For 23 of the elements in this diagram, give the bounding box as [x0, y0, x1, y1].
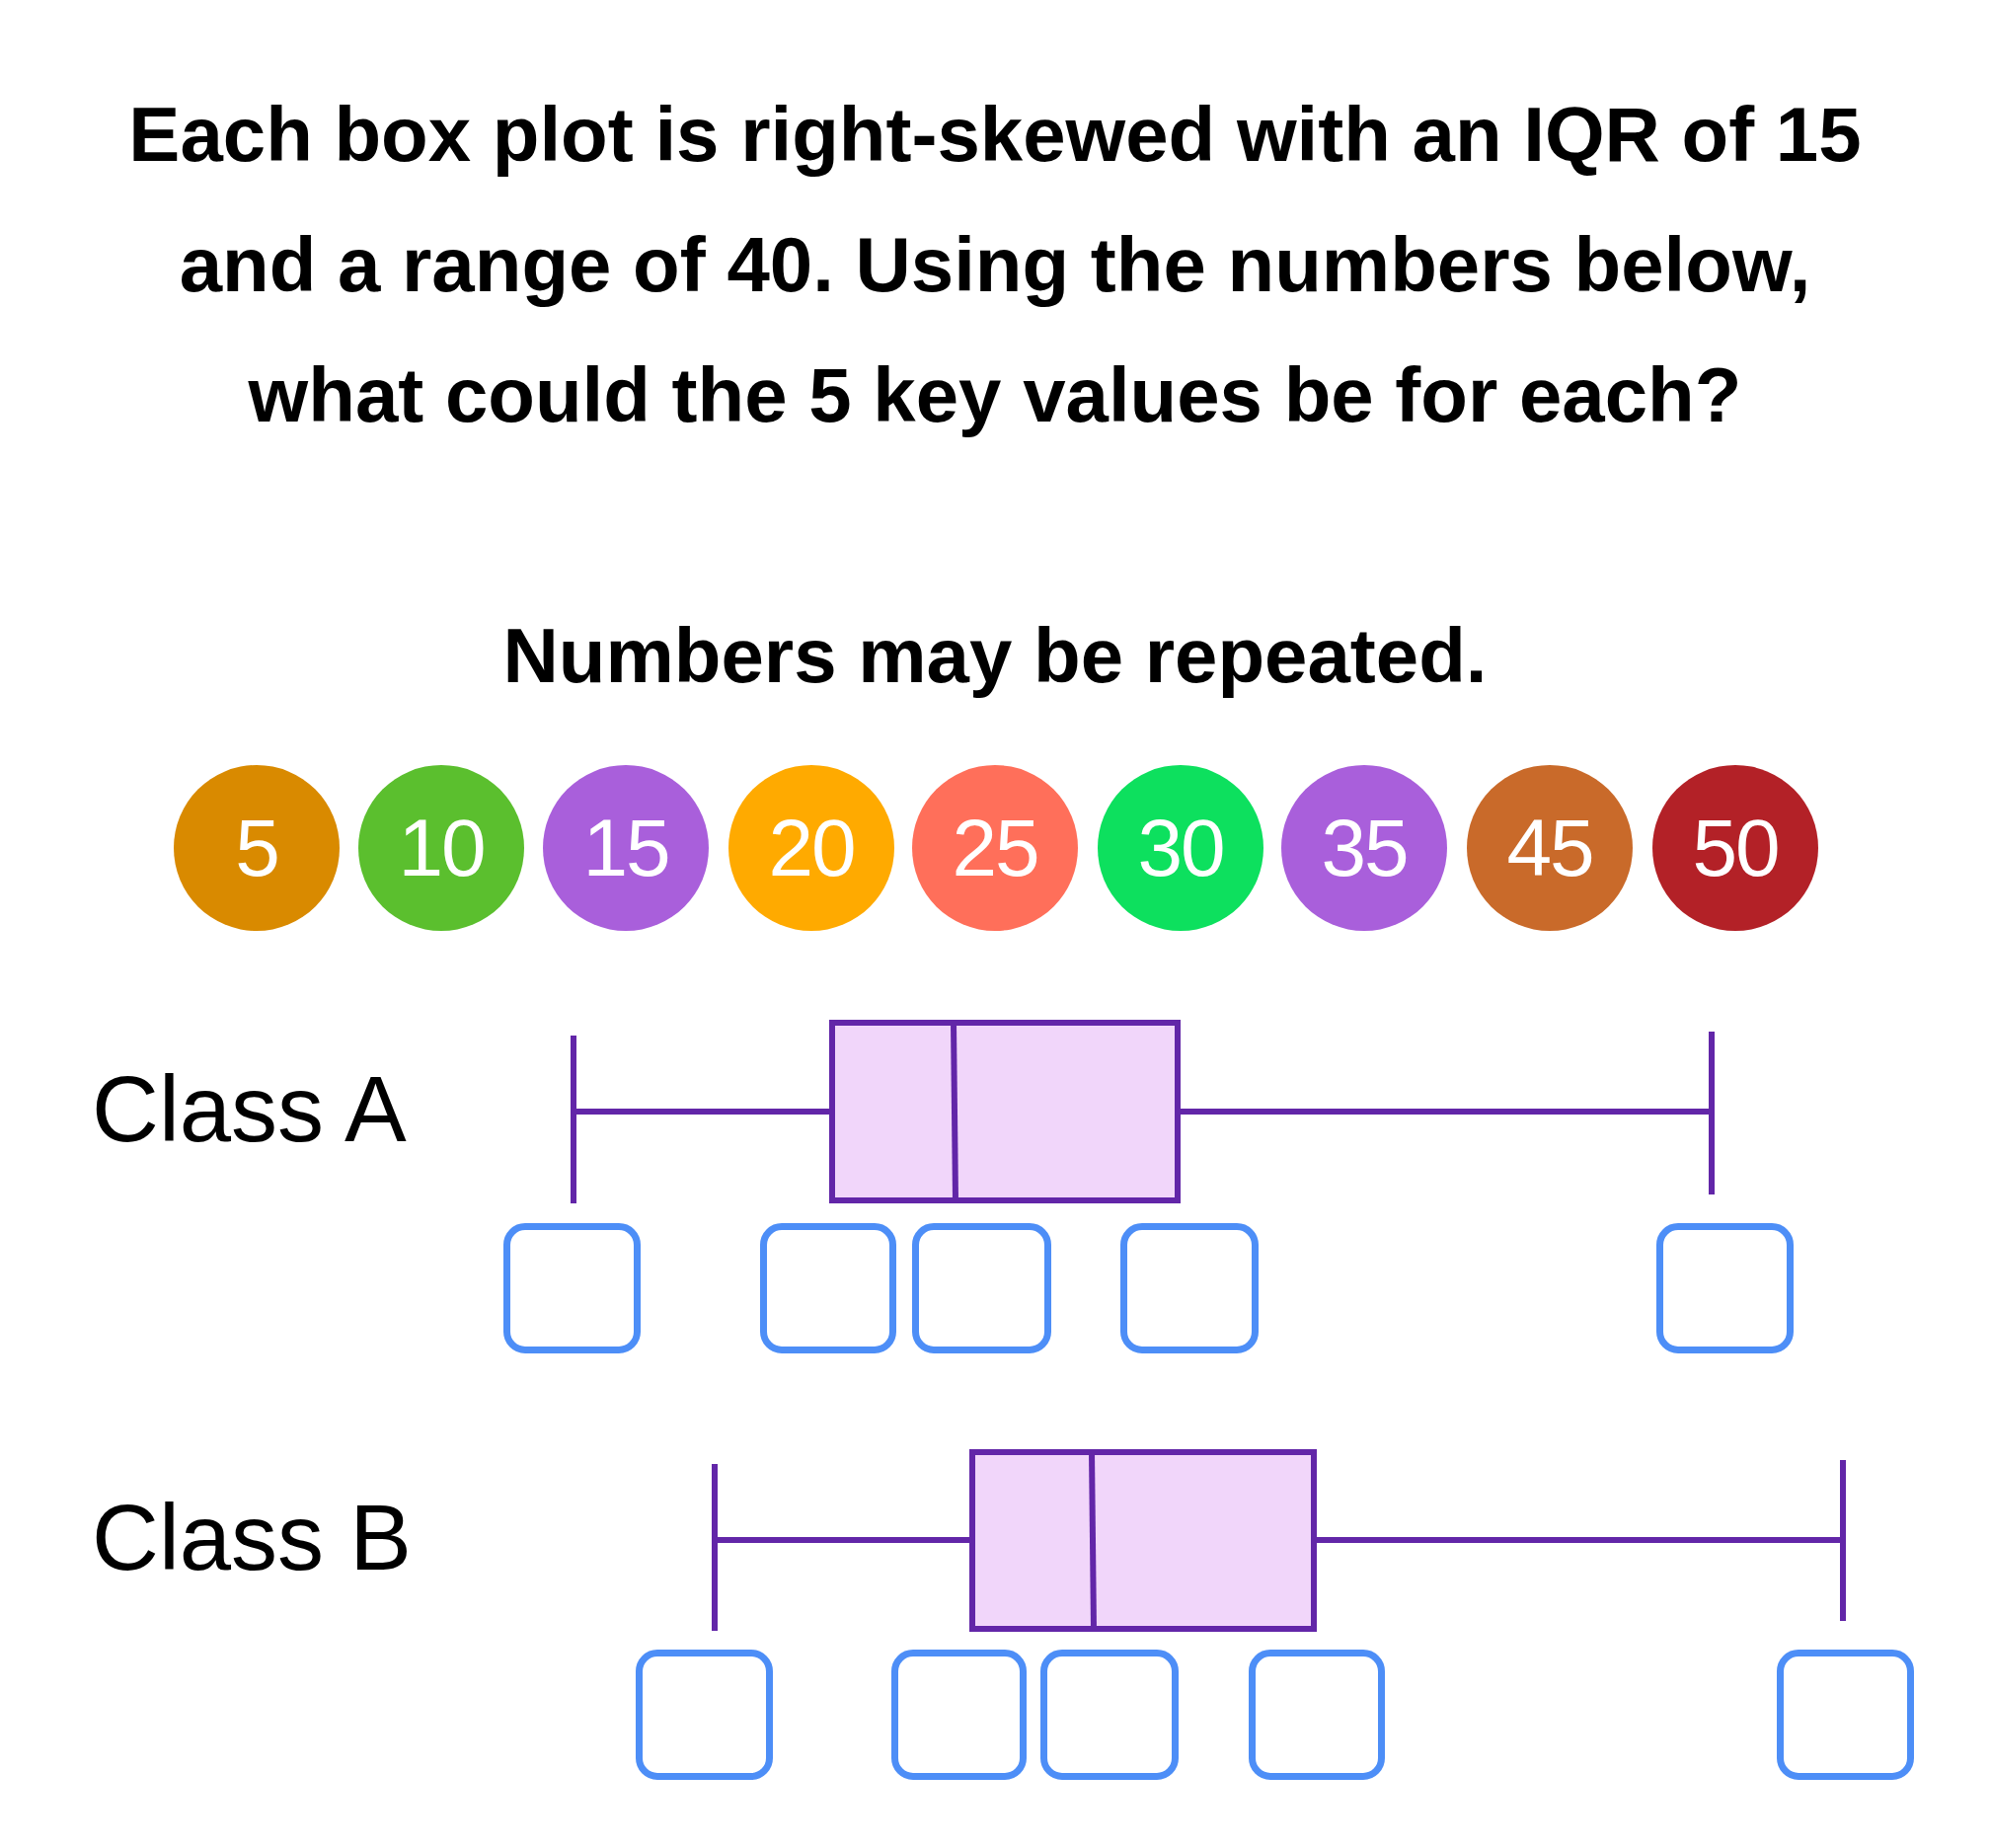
answer-box	[1777, 1650, 1914, 1780]
number-circle: 20	[728, 765, 894, 931]
number-circle: 30	[1098, 765, 1263, 931]
answer-box	[1656, 1223, 1794, 1353]
number-circle: 5	[174, 765, 340, 931]
answer-box	[1120, 1223, 1259, 1353]
number-circle: 25	[912, 765, 1078, 931]
answer-box	[891, 1650, 1027, 1780]
answer-box	[1040, 1650, 1179, 1780]
answer-box	[636, 1650, 773, 1780]
answer-box	[912, 1223, 1051, 1353]
instruction-text: Numbers may be repeated.	[501, 611, 1489, 701]
answer-box	[760, 1223, 896, 1353]
question-text: Each box plot is right-skewed with an IQR of 15 and a range of 40. Using the numbers below, what could the 5 key values be for each?	[127, 90, 1863, 440]
class-label: Class B	[92, 1485, 412, 1591]
answer-box	[1249, 1650, 1385, 1780]
number-circle: 15	[543, 765, 709, 931]
number-circle: 35	[1281, 765, 1447, 931]
class-label: Class A	[92, 1056, 407, 1163]
answer-box	[503, 1223, 641, 1353]
number-circle: 50	[1652, 765, 1818, 931]
number-circle: 45	[1467, 765, 1633, 931]
number-circle: 10	[358, 765, 524, 931]
